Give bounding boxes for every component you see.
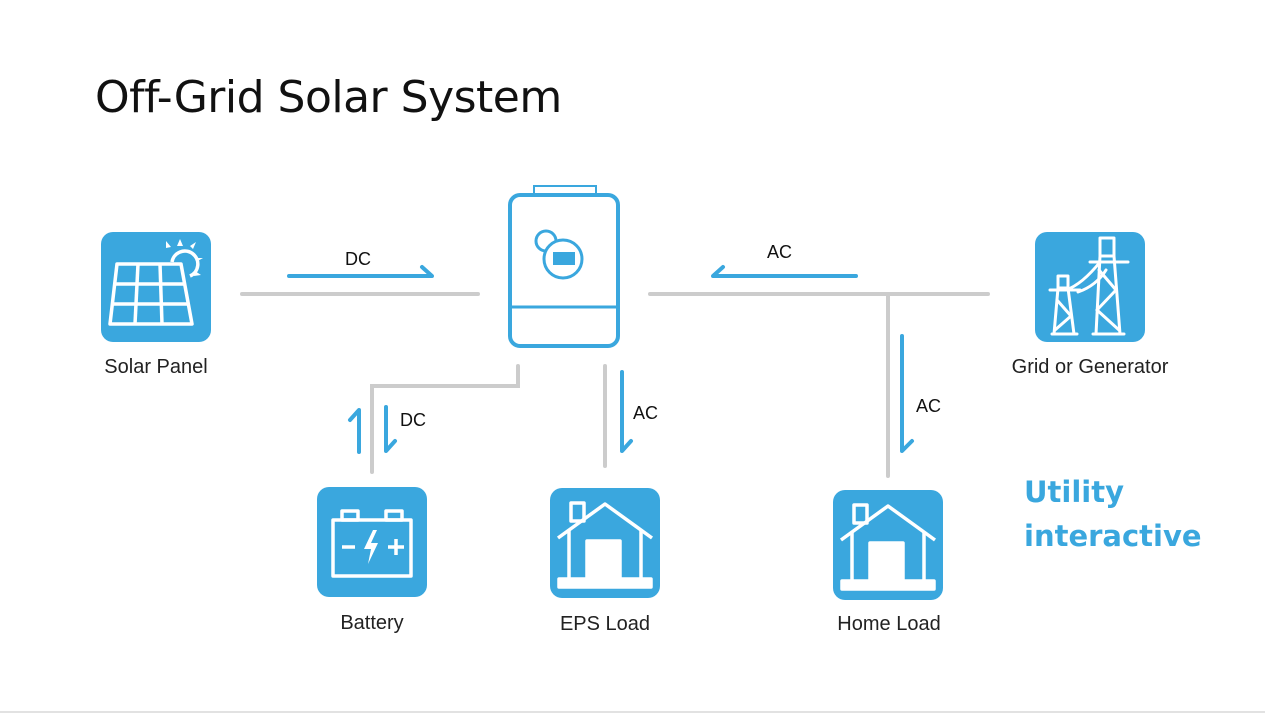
eps-arrow-down: [620, 370, 633, 453]
utility-interactive-annotation: Utility interactive: [1024, 470, 1202, 558]
battery-icon: [317, 487, 427, 597]
page-title: Off-Grid Solar System: [95, 72, 562, 123]
solar-panel-label: Solar Panel: [104, 356, 208, 378]
house-icon: [833, 490, 943, 600]
home-arrow-down: [900, 334, 914, 453]
dc-arrow-right: [287, 265, 434, 278]
grid-label: Grid or Generator: [1011, 356, 1169, 378]
solar-panel-icon: [101, 232, 211, 342]
annotation-line-1: Utility: [1024, 475, 1124, 509]
flow-label-home-ac: AC: [916, 396, 942, 416]
eps-load-label: EPS Load: [559, 613, 651, 635]
inverter-icon: [508, 185, 620, 348]
battery-arrow-up: [348, 408, 361, 454]
flow-label-battery-dc: DC: [400, 410, 426, 430]
battery-connection-line: [370, 364, 520, 474]
home-load-label: Home Load: [837, 613, 941, 635]
ac-arrow-left: [711, 265, 858, 278]
annotation-line-2: interactive: [1024, 519, 1202, 553]
battery-label: Battery: [340, 612, 404, 634]
flow-label-grid-ac: AC: [767, 242, 793, 262]
house-icon: [550, 488, 660, 598]
battery-arrow-down: [384, 405, 397, 453]
power-tower-icon: [1035, 232, 1145, 342]
flow-label-eps-ac: AC: [633, 403, 659, 423]
bottom-divider: [0, 711, 1265, 713]
flow-label-solar-dc: DC: [345, 249, 371, 269]
